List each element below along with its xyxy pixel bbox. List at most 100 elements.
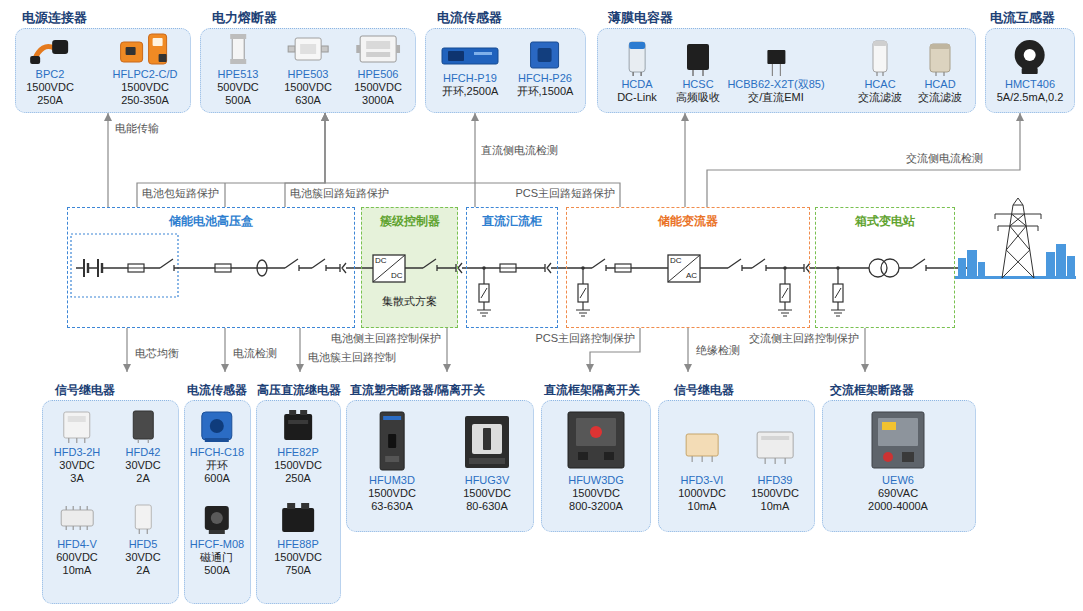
product-model: HFD4-V xyxy=(57,538,97,551)
product-model: BPC2 xyxy=(36,68,65,81)
product-model: HPE503 xyxy=(288,68,329,81)
transformer-symbol xyxy=(881,259,899,277)
product-spec: 30VDC xyxy=(125,551,160,564)
product-spec: 30VDC xyxy=(125,459,160,472)
product-spec: 交/直流EMI xyxy=(748,91,804,104)
product-item: HFCH-P26开环,1500A xyxy=(517,40,574,98)
product-model: HFUW3DG xyxy=(568,474,624,487)
icon-part xyxy=(230,34,246,39)
icon-part xyxy=(442,48,498,64)
icon-part xyxy=(289,410,296,415)
icon-part xyxy=(149,34,167,64)
icon-part xyxy=(872,412,924,468)
panel-background xyxy=(42,400,179,604)
product-spec: 2A xyxy=(136,472,149,485)
product-photo xyxy=(60,408,94,444)
product-spec: 250A xyxy=(285,472,311,485)
product-spec: 1500VDC xyxy=(274,551,322,564)
icon-part xyxy=(288,46,295,52)
product-item: HCAC交流滤波 xyxy=(858,38,902,104)
block-title: 直流汇流柜 xyxy=(482,214,542,228)
product-item: HFCH-P19开环,2500A xyxy=(440,40,500,98)
product-spec: 1500VDC xyxy=(368,487,416,500)
icon-part xyxy=(761,436,789,440)
icon-part xyxy=(568,412,624,468)
product-model: HFCH-C18 xyxy=(190,446,244,459)
product-item: HPE513500VDC500A xyxy=(217,32,259,107)
panel-title: 直流框架隔离开关 xyxy=(544,372,640,398)
battery-symbol xyxy=(84,259,98,277)
product-item: HMCT4065A/2.5mA,0.2 xyxy=(997,38,1064,104)
product-model: HCDA xyxy=(621,78,652,91)
edge-label: 交流侧主回路控制保护 xyxy=(748,332,860,345)
icon-part xyxy=(300,410,307,415)
product-spec: 1500VDC xyxy=(463,487,511,500)
icon-part xyxy=(138,439,148,443)
product-spec: 500A xyxy=(225,94,251,107)
product-item: HFD530VDC2A xyxy=(125,500,160,577)
connector-arrow xyxy=(474,113,475,207)
product-spec: 600VDC xyxy=(56,551,98,564)
block-title: 储能变流器 xyxy=(658,214,718,228)
block-title: 簇级控制器 xyxy=(380,214,440,228)
icon-part xyxy=(232,38,244,60)
product-item: HCAD交流滤波 xyxy=(918,38,962,104)
plug-symbol xyxy=(340,263,810,273)
product-spec: 3000A xyxy=(362,94,394,107)
product-spec: 63-630A xyxy=(371,500,413,513)
product-model: HFD39 xyxy=(758,474,793,487)
product-photo xyxy=(765,38,787,76)
battery-symbol xyxy=(88,263,102,273)
product-spec: 1500VDC xyxy=(354,81,402,94)
city-skyline xyxy=(955,244,1076,279)
product-photo xyxy=(201,500,233,536)
icon-part xyxy=(465,416,509,468)
surge-arrester-symbol xyxy=(481,288,841,298)
product-spec: 800-3200A xyxy=(569,500,623,513)
icon-part xyxy=(629,42,645,72)
icon-part xyxy=(209,530,225,534)
converter-symbol xyxy=(373,255,405,282)
icon-part xyxy=(873,41,887,72)
city-skyline xyxy=(1067,256,1075,278)
product-model: HFCH-P19 xyxy=(443,72,497,85)
icon-part xyxy=(356,45,360,53)
icon-part xyxy=(472,424,502,454)
panel-title: 交流框架断路器 xyxy=(830,372,914,398)
product-photo xyxy=(868,408,928,472)
icon-part xyxy=(230,59,246,64)
icon-part xyxy=(126,47,136,55)
icon-part xyxy=(284,414,312,440)
product-item: HPE5031500VDC630A xyxy=(284,32,332,107)
product-spec: 5A/2.5mA,0.2 xyxy=(997,91,1064,104)
edge-label: 绝缘检测 xyxy=(695,344,741,357)
product-spec: 1500VDC xyxy=(572,487,620,500)
product-item: HFUM3D1500VDC63-630A xyxy=(368,410,416,513)
junction-dot xyxy=(482,266,486,270)
product-spec: 1500VDC xyxy=(121,81,169,94)
icon-part xyxy=(366,52,390,57)
panel-title: 电流传感器 xyxy=(187,372,247,398)
product-spec: 250-350A xyxy=(121,94,169,107)
icon-part xyxy=(474,52,492,55)
product-photo xyxy=(223,32,253,66)
product-photo xyxy=(129,500,157,536)
product-model: HFCH-P26 xyxy=(518,72,572,85)
product-item: HFD3-VI1000VDC10mA xyxy=(678,416,726,513)
city-skyline xyxy=(1056,244,1066,278)
product-item: UEW6690VAC2000-4000A xyxy=(868,408,928,513)
product-model: UEW6 xyxy=(882,474,914,487)
product-model: HFD3-VI xyxy=(681,474,724,487)
edge-label: 电池簇回路短路保护 xyxy=(289,187,390,200)
panel-title: 直流塑壳断路器/隔离开关 xyxy=(350,372,485,398)
category-panel: 信号继电器HFD3-2H30VDC3AHFD4230VDC2AHFD4-V600… xyxy=(42,372,179,604)
panel-title: 电流传感器 xyxy=(437,10,502,26)
battery-pack-outline xyxy=(71,234,178,297)
converter-label: AC xyxy=(686,271,697,280)
product-model: HCSC xyxy=(682,78,713,91)
icon-part xyxy=(693,70,703,76)
product-photo xyxy=(684,38,712,76)
icon-part xyxy=(282,508,314,532)
category-panel: 交流框架断路器 UEW6690VAC2000-4000A xyxy=(822,372,976,532)
city-skyline xyxy=(1046,252,1055,278)
